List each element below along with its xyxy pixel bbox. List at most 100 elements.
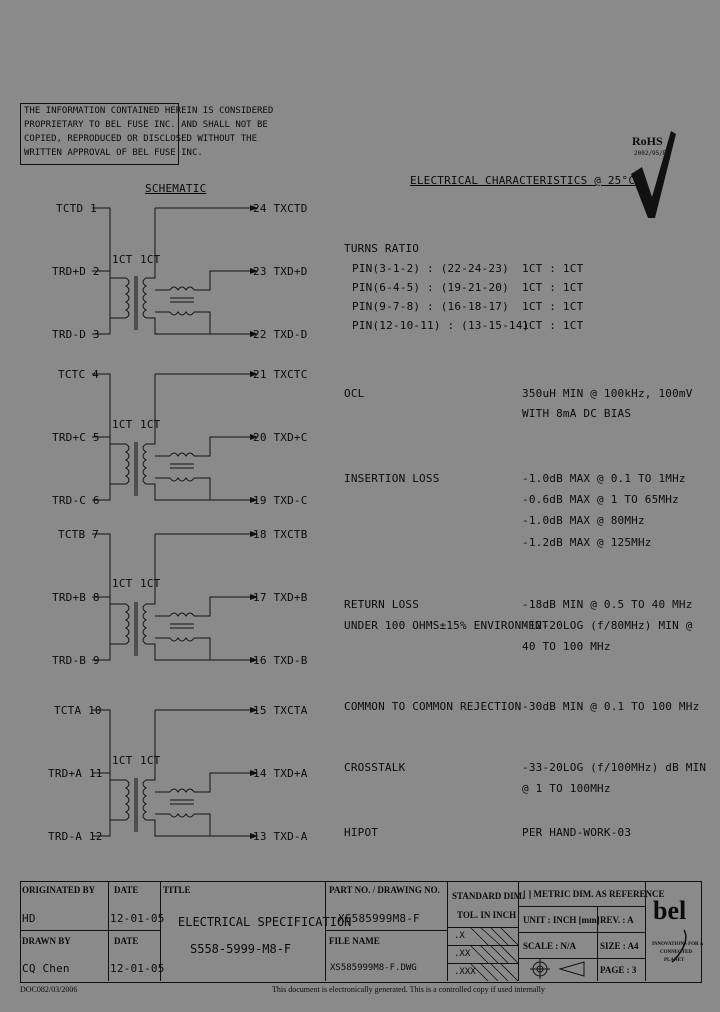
file-name-header: FILE NAME <box>329 936 380 946</box>
title-block <box>20 881 702 983</box>
ratio-label: 1CT <box>140 253 161 266</box>
ocl-value: 350uH MIN @ 100kHz, 100mV <box>522 387 693 400</box>
originated-by-header: ORIGINATED BY <box>22 885 96 895</box>
spec-title: ELECTRICAL CHARACTERISTICS @ 25°C <box>410 174 636 187</box>
transformer-a <box>92 709 250 837</box>
ratio-label: 1CT <box>140 577 161 590</box>
turns-ratio-label: TURNS RATIO <box>344 242 420 255</box>
ratio-label: 1CT <box>140 418 161 431</box>
pin-label: 22 TXD-D <box>253 328 308 341</box>
insertion-loss-value: -1.0dB MAX @ 80MHz <box>522 514 645 527</box>
ratio-label: 1CT <box>112 253 133 266</box>
turns-pins: PIN(9-7-8) : (16-18-17) <box>352 300 509 313</box>
date-drawn: 12-01-05 <box>110 962 165 975</box>
pin-label: TRD-B 9 <box>52 654 100 667</box>
transformer-d <box>92 207 250 335</box>
ratio-label: 1CT <box>140 754 161 767</box>
pin-label: TCTD 1 <box>56 202 97 215</box>
date-header: DATE <box>114 936 139 946</box>
crosstalk-value: @ 1 TO 100MHz <box>522 782 611 795</box>
pin-label: 23 TXD+D <box>253 265 308 278</box>
transformer-b <box>92 533 250 661</box>
proprietary-notice <box>20 103 179 165</box>
tolerance-xxx: .XXX <box>454 967 476 977</box>
size: SIZE : A4 <box>600 941 639 951</box>
insertion-loss-value: -1.2dB MAX @ 125MHz <box>522 536 652 549</box>
part-no-header: PART NO. / DRAWING NO. <box>329 885 440 895</box>
crosstalk-label: CROSSTALK <box>344 761 406 774</box>
insertion-loss-value: -1.0dB MAX @ 0.1 TO 1MHz <box>522 472 686 485</box>
tagline: CONNECTED <box>660 950 692 955</box>
rohs-label: RoHS <box>632 134 663 148</box>
return-loss-condition: UNDER 100 OHMS±15% ENVIRONMENT <box>344 619 549 632</box>
unit: UNIT : INCH [mm] <box>523 915 600 925</box>
pin-label: TRD+A 11 <box>48 767 103 780</box>
pin-label: 20 TXD+C <box>253 431 308 444</box>
pin-label: TRD-A 12 <box>48 830 103 843</box>
turns-pins: PIN(3-1-2) : (22-24-23) <box>352 262 509 275</box>
turns-pins: PIN(12-10-11) : (13-15-14) <box>352 319 530 332</box>
ratio-label: 1CT <box>112 418 133 431</box>
drawn-by-header: DRAWN BY <box>22 936 71 946</box>
page: PAGE : 3 <box>600 965 637 975</box>
turns-pins: PIN(6-4-5) : (19-21-20) <box>352 281 509 294</box>
hipot-label: HIPOT <box>344 826 379 839</box>
tolerance-xx: .XX <box>454 949 471 959</box>
pin-label: TRD+C 5 <box>52 431 100 444</box>
doc-code: DOC082/03/2006 <box>20 985 78 994</box>
tolerance-x: .X <box>454 931 465 941</box>
turns-val: 1CT : 1CT <box>522 300 584 313</box>
part-no: XS585999M8-F <box>338 912 420 925</box>
ratio-label: 1CT <box>112 754 133 767</box>
metric-note: [ ] METRIC DIM. AS REFERENCE <box>523 889 665 899</box>
pin-label: 16 TXD-B <box>253 654 308 667</box>
transformer-c <box>92 373 250 501</box>
pin-label: TCTB 7 <box>58 528 99 541</box>
insertion-loss-label: INSERTION LOSS <box>344 472 440 485</box>
ratio-label: 1CT <box>112 577 133 590</box>
notice-line: COPIED, REPRODUCED OR DISCLOSED WITHOUT … <box>24 134 257 144</box>
document-title: ELECTRICAL SPECIFICATION <box>178 915 352 929</box>
footer-note: This document is electronically generate… <box>272 985 545 994</box>
pin-label: TCTA 10 <box>54 704 102 717</box>
turns-val: 1CT : 1CT <box>522 281 584 294</box>
originated-by: HD <box>22 912 36 925</box>
pin-label: 13 TXD-A <box>253 830 308 843</box>
tolerance-header: TOL. IN INCH <box>457 910 517 920</box>
return-loss-value: -12-20LOG (f/80MHz) MIN @ <box>522 619 693 632</box>
return-loss-label: RETURN LOSS <box>344 598 420 611</box>
document-subtitle: S558-5999-M8-F <box>190 942 292 956</box>
hipot-value: PER HAND-WORK-03 <box>522 826 632 839</box>
ocl-value: WITH 8mA DC BIAS <box>522 407 632 420</box>
notice-line: WRITTEN APPROVAL OF BEL FUSE INC. <box>24 148 203 158</box>
notice-line: PROPRIETARY TO BEL FUSE INC. AND SHALL N… <box>24 120 268 130</box>
return-loss-value: -18dB MIN @ 0.5 TO 40 MHz <box>522 598 693 611</box>
pin-label: TRD+D 2 <box>52 265 100 278</box>
pin-label: 24 TXCTD <box>253 202 308 215</box>
pin-label: 15 TXCTA <box>253 704 308 717</box>
pin-label: TRD-D 3 <box>52 328 100 341</box>
cmrr-label: COMMON TO COMMON REJECTION <box>344 700 522 713</box>
pin-label: 21 TXCTC <box>253 368 308 381</box>
pin-label: 17 TXD+B <box>253 591 308 604</box>
bel-logo: bel <box>653 896 687 925</box>
date-originated: 12-01-05 <box>110 912 165 925</box>
scale: SCALE : N/A <box>523 941 577 951</box>
crosstalk-value: -33-20LOG (f/100MHz) dB MIN <box>522 761 707 774</box>
ocl-label: OCL <box>344 387 365 400</box>
return-loss-value: 40 TO 100 MHz <box>522 640 611 653</box>
rohs-sub: 2002/95/EC <box>634 150 671 157</box>
revision: REV. : A <box>600 915 634 925</box>
turns-val: 1CT : 1CT <box>522 319 584 332</box>
pin-label: 18 TXCTB <box>253 528 308 541</box>
turns-val: 1CT : 1CT <box>522 262 584 275</box>
pin-label: TRD-C 6 <box>52 494 100 507</box>
standard-dim-header: STANDARD DIM. <box>452 891 525 901</box>
notice-line: THE INFORMATION CONTAINED HEREIN IS CONS… <box>24 106 274 116</box>
pin-label: 14 TXD+A <box>253 767 308 780</box>
pin-label: 19 TXD-C <box>253 494 308 507</box>
date-header: DATE <box>114 885 139 895</box>
tagline: INNOVATIONS FOR A <box>652 942 704 947</box>
schematic-title: SCHEMATIC <box>145 182 207 195</box>
file-name: XS585999M8-F.DWG <box>330 963 417 973</box>
